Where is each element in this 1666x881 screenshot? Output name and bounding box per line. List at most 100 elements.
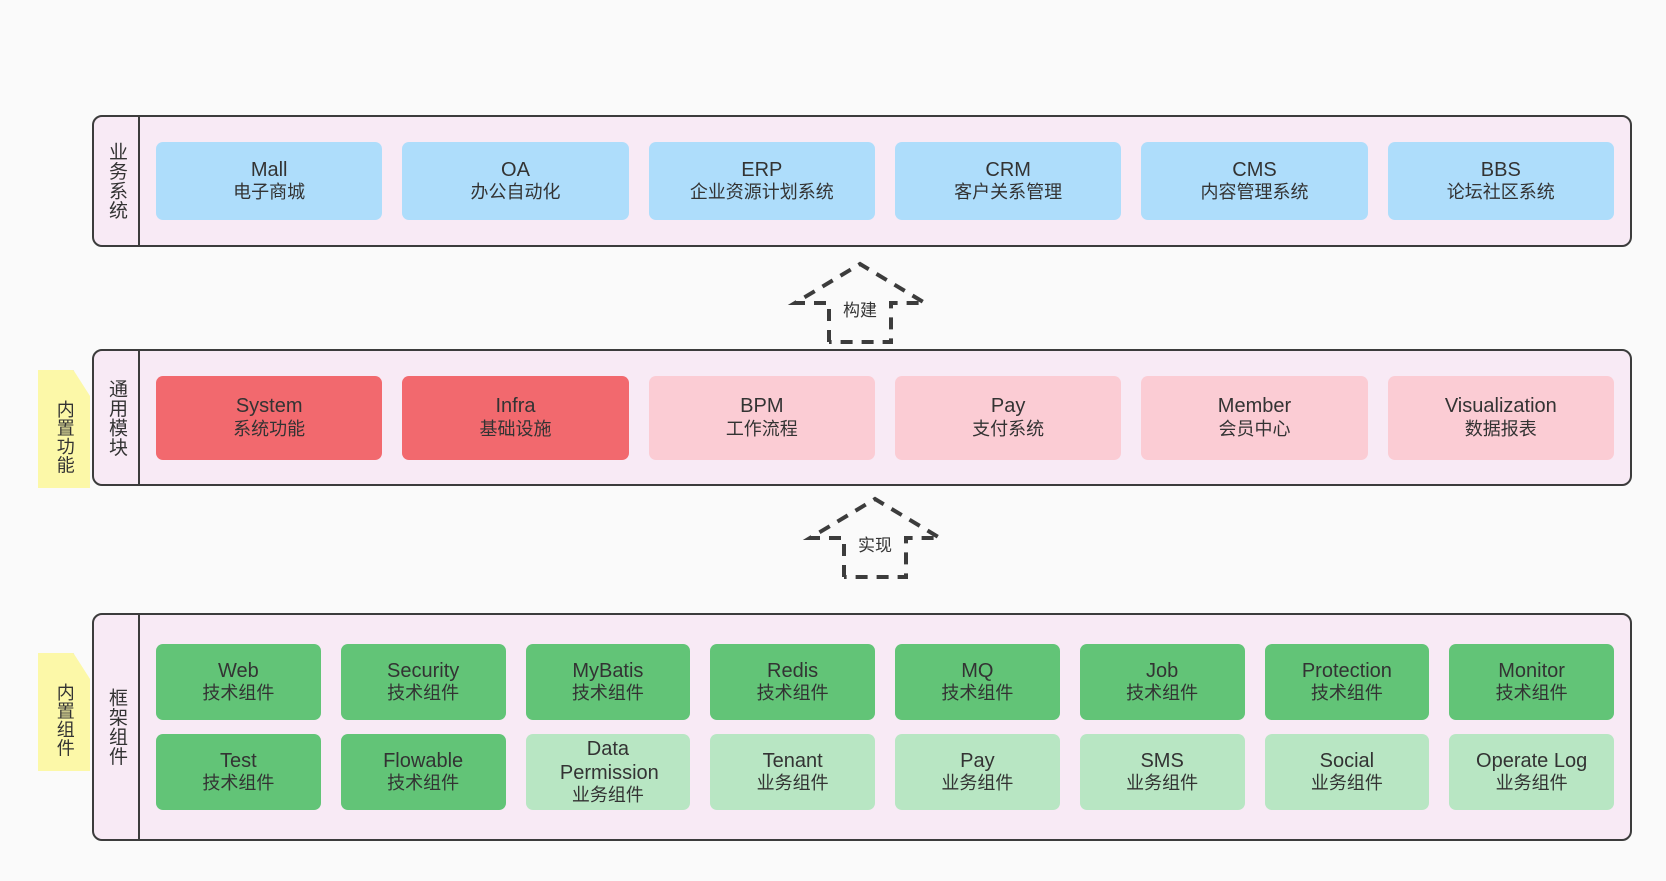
card-test-subtitle: 技术组件 — [202, 773, 275, 794]
card-oa-subtitle: 办公自动化 — [470, 182, 561, 203]
card-monitor-title: Monitor — [1498, 659, 1565, 682]
card-monitor[interactable]: Monitor 技术组件 — [1449, 644, 1614, 720]
connector-implement: 实现 — [800, 493, 950, 589]
card-sms[interactable]: SMS 业务组件 — [1079, 734, 1245, 810]
card-redis-subtitle: 技术组件 — [756, 683, 829, 704]
card-protection-subtitle: 技术组件 — [1310, 683, 1383, 704]
card-infra-subtitle: 基础设施 — [479, 418, 552, 439]
card-oa[interactable]: OA 办公自动化 — [402, 142, 629, 220]
card-tenant-title: Tenant — [762, 749, 823, 772]
card-bpm-subtitle: 工作流程 — [725, 418, 798, 439]
card-pay-component[interactable]: Pay 业务组件 — [895, 734, 1060, 810]
card-flowable-subtitle: 技术组件 — [387, 773, 460, 794]
card-mybatis[interactable]: MyBatis 技术组件 — [525, 644, 691, 720]
card-monitor-subtitle: 技术组件 — [1495, 683, 1568, 704]
modules-row: System 系统功能 Infra 基础设施 BPM 工作流程 Pay 支付系统… — [156, 375, 1614, 460]
card-mall-subtitle: 电子商城 — [233, 182, 306, 203]
card-visualization-title: Visualization — [1444, 395, 1557, 418]
card-social-title: Social — [1319, 749, 1375, 772]
card-mall-title: Mall — [250, 158, 288, 181]
card-job-title: Job — [1146, 659, 1179, 682]
layer-components-label: 框架组件 — [94, 615, 140, 839]
card-pay-module[interactable]: Pay 支付系统 — [894, 375, 1122, 460]
card-flowable-title: Flowable — [383, 749, 464, 772]
card-erp[interactable]: ERP 企业资源计划系统 — [648, 142, 875, 220]
build-arrow-icon — [787, 261, 933, 344]
card-system[interactable]: System 系统功能 — [156, 375, 383, 460]
implement-arrow-icon — [802, 496, 948, 579]
card-tenant-subtitle: 业务组件 — [756, 773, 829, 794]
card-infra-title: Infra — [495, 395, 536, 418]
note-builtin-components: 内置组件 — [38, 653, 90, 771]
card-mybatis-title: MyBatis — [572, 659, 644, 682]
card-cms[interactable]: CMS 内容管理系统 — [1141, 142, 1368, 220]
card-pay-component-title: Pay — [960, 749, 995, 772]
card-operate-log[interactable]: Operate Log 业务组件 — [1449, 734, 1614, 810]
card-protection-title: Protection — [1301, 659, 1392, 682]
note-builtin-components-text: 内置组件 — [54, 683, 75, 757]
card-job-subtitle: 技术组件 — [1126, 683, 1199, 704]
card-data-permission[interactable]: Data Permission 业务组件 — [525, 734, 691, 810]
note-builtin-features-text: 内置功能 — [54, 400, 75, 474]
card-social-subtitle: 业务组件 — [1310, 773, 1383, 794]
card-operate-log-subtitle: 业务组件 — [1495, 773, 1568, 794]
card-cms-title: CMS — [1232, 158, 1277, 181]
card-security-title: Security — [387, 659, 460, 682]
card-redis[interactable]: Redis 技术组件 — [710, 644, 875, 720]
card-crm[interactable]: CRM 客户关系管理 — [894, 142, 1122, 220]
card-member-title: Member — [1217, 395, 1292, 418]
card-web-subtitle: 技术组件 — [202, 683, 275, 704]
card-sms-subtitle: 业务组件 — [1126, 773, 1199, 794]
note-fold-corner — [73, 370, 90, 387]
card-bbs-subtitle: 论坛社区系统 — [1446, 182, 1555, 203]
components-row-business: Test 技术组件 Flowable 技术组件 Data Permission … — [156, 734, 1614, 810]
card-oa-title: OA — [501, 158, 530, 181]
note-builtin-features: 内置功能 — [38, 370, 90, 488]
card-bbs[interactable]: BBS 论坛社区系统 — [1387, 142, 1614, 220]
card-sms-title: SMS — [1140, 749, 1184, 772]
business-row: Mall 电子商城 OA 办公自动化 ERP 企业资源计划系统 CRM 客户关系… — [156, 142, 1614, 220]
card-member[interactable]: Member 会员中心 — [1141, 375, 1368, 460]
card-operate-log-title: Operate Log — [1476, 749, 1588, 772]
card-bpm[interactable]: BPM 工作流程 — [648, 375, 875, 460]
card-web[interactable]: Web 技术组件 — [156, 644, 321, 720]
connector-build: 构建 — [785, 258, 935, 354]
layer-business-label: 业务系统 — [94, 117, 140, 245]
card-erp-subtitle: 企业资源计划系统 — [689, 182, 834, 203]
card-flowable[interactable]: Flowable 技术组件 — [340, 734, 506, 810]
card-test[interactable]: Test 技术组件 — [156, 734, 321, 810]
card-mq-subtitle: 技术组件 — [941, 683, 1014, 704]
layer-modules-body: System 系统功能 Infra 基础设施 BPM 工作流程 Pay 支付系统… — [140, 351, 1630, 484]
card-mq[interactable]: MQ 技术组件 — [895, 644, 1060, 720]
card-tenant[interactable]: Tenant 业务组件 — [710, 734, 875, 810]
card-crm-subtitle: 客户关系管理 — [954, 182, 1063, 203]
card-social[interactable]: Social 业务组件 — [1264, 734, 1430, 810]
card-visualization-subtitle: 数据报表 — [1464, 418, 1537, 439]
card-mall[interactable]: Mall 电子商城 — [156, 142, 383, 220]
card-protection[interactable]: Protection 技术组件 — [1264, 644, 1430, 720]
layer-business-systems: 业务系统 Mall 电子商城 OA 办公自动化 ERP 企业资源计划系统 CRM… — [92, 115, 1632, 247]
card-infra[interactable]: Infra 基础设施 — [402, 375, 629, 460]
layer-framework-components: 框架组件 Web 技术组件 Security 技术组件 MyBatis 技术组件… — [92, 613, 1632, 841]
card-pay-module-subtitle: 支付系统 — [972, 418, 1045, 439]
card-cms-subtitle: 内容管理系统 — [1200, 182, 1309, 203]
card-data-permission-subtitle: 业务组件 — [571, 785, 644, 806]
card-visualization[interactable]: Visualization 数据报表 — [1387, 375, 1614, 460]
card-mq-title: MQ — [961, 659, 994, 682]
layer-components-body: Web 技术组件 Security 技术组件 MyBatis 技术组件 Redi… — [140, 615, 1630, 839]
layer-business-body: Mall 电子商城 OA 办公自动化 ERP 企业资源计划系统 CRM 客户关系… — [140, 117, 1630, 245]
card-data-permission-title: Data Permission — [559, 737, 659, 785]
note-fold-corner — [73, 653, 90, 670]
layer-modules-label: 通用模块 — [94, 351, 140, 484]
card-redis-title: Redis — [767, 659, 819, 682]
card-web-title: Web — [217, 659, 259, 682]
layer-common-modules: 通用模块 System 系统功能 Infra 基础设施 BPM 工作流程 Pay… — [92, 349, 1632, 486]
card-system-subtitle: 系统功能 — [233, 418, 306, 439]
card-security[interactable]: Security 技术组件 — [340, 644, 506, 720]
card-test-title: Test — [220, 749, 257, 772]
card-job[interactable]: Job 技术组件 — [1079, 644, 1245, 720]
card-erp-title: ERP — [741, 158, 783, 181]
card-system-title: System — [235, 395, 303, 418]
card-bpm-title: BPM — [740, 395, 784, 418]
